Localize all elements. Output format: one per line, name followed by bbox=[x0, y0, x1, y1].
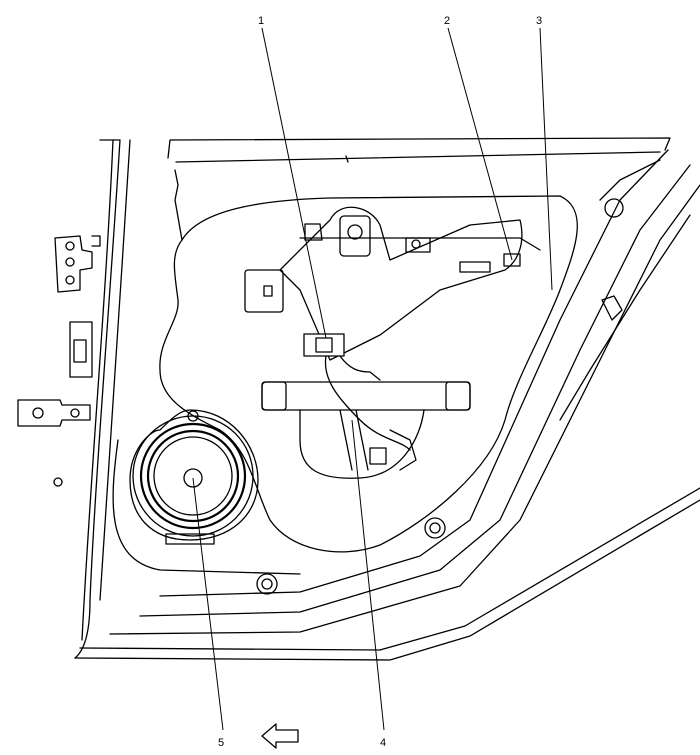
callout-4: 4 bbox=[351, 419, 386, 749]
svg-text:1: 1 bbox=[258, 15, 264, 27]
connector bbox=[303, 333, 411, 451]
door-check-link bbox=[69, 321, 93, 378]
callout-2: 2 bbox=[444, 15, 513, 261]
left-arrow-icon bbox=[261, 723, 299, 749]
callout-5: 5 bbox=[192, 477, 224, 749]
callout-1: 1 bbox=[258, 15, 327, 339]
grommets bbox=[256, 198, 624, 595]
svg-text:2: 2 bbox=[444, 15, 450, 27]
svg-text:4: 4 bbox=[380, 737, 386, 749]
svg-text:3: 3 bbox=[536, 15, 542, 27]
svg-text:5: 5 bbox=[218, 737, 224, 749]
lower-hinge bbox=[17, 399, 91, 487]
panel-clip bbox=[244, 269, 284, 313]
callout-3: 3 bbox=[536, 15, 553, 291]
door-outer-shell bbox=[74, 137, 700, 661]
regulator-rail bbox=[261, 381, 471, 479]
speaker bbox=[129, 409, 259, 545]
upper-hinge bbox=[54, 235, 101, 293]
inner-panel-outline bbox=[112, 169, 578, 575]
